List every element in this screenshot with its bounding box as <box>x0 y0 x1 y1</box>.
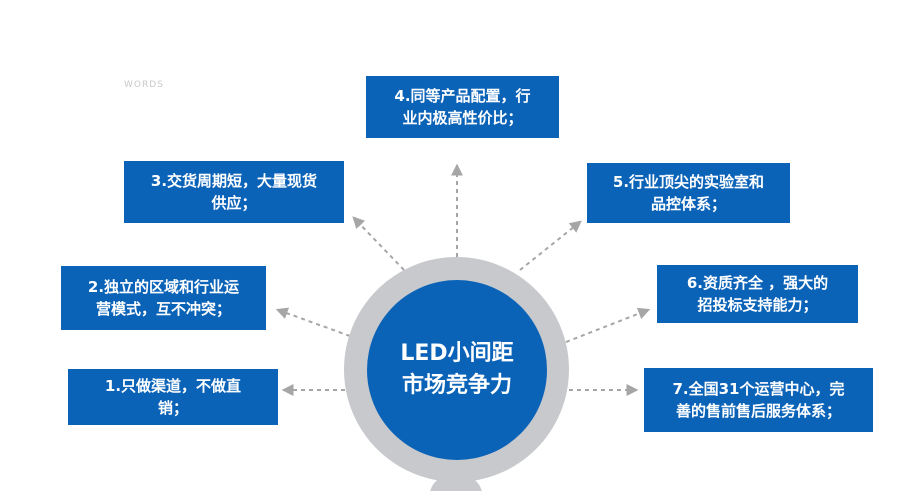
item-1-line2: 销； <box>157 399 188 417</box>
item-3-line1: 3.交货周期短，大量现货 <box>150 172 318 190</box>
item-4-line1: 4.同等产品配置，行 <box>394 87 531 105</box>
item-2-line1: 2.独立的区域和行业运 <box>87 278 240 296</box>
item-3-box: 3.交货周期短，大量现货 供应； <box>124 161 344 223</box>
item-7-line1: 7.全国31个运营中心，完 <box>672 380 845 398</box>
item-4-line2: 业内极高性价比； <box>402 109 523 127</box>
item-5-line2: 品控体系； <box>650 195 726 213</box>
item-4-box: 4.同等产品配置，行 业内极高性价比； <box>366 76 559 138</box>
arrow-to-item-5 <box>519 220 582 271</box>
item-7-line2: 善的售前售后服务体系； <box>675 402 841 420</box>
item-2-box: 2.独立的区域和行业运 营模式，互不冲突； <box>61 266 266 330</box>
item-3-line2: 供应； <box>211 194 257 212</box>
item-7-box: 7.全国31个运营中心，完 善的售前售后服务体系； <box>644 368 873 432</box>
item-6-line2: 招投标支持能力； <box>697 296 818 314</box>
item-5-box: 5.行业顶尖的实验室和 品控体系； <box>587 163 790 223</box>
hub-circle: LED小间距 市场竞争力 <box>367 280 547 460</box>
item-1-line1: 1.只做渠道，不做直 <box>104 377 242 395</box>
item-5-line1: 5.行业顶尖的实验室和 <box>612 173 765 191</box>
item-6-line1: 6.资质齐全 ，强大的 <box>686 274 829 292</box>
arrow-to-item-3 <box>352 216 405 271</box>
hub-title-line1: LED小间距 <box>400 341 514 366</box>
item-6-box: 6.资质齐全 ，强大的 招投标支持能力； <box>657 265 858 323</box>
arrow-to-item-6 <box>565 307 651 343</box>
hub-title-line2: 市场竞争力 <box>401 373 512 398</box>
watermark-text: WORDS <box>124 80 164 90</box>
hub-bottom-knob <box>430 474 482 491</box>
item-1-box: 1.只做渠道，不做直 销； <box>68 369 278 425</box>
arrow-to-item-2 <box>275 307 351 337</box>
item-2-line2: 营模式，互不冲突； <box>95 300 231 318</box>
